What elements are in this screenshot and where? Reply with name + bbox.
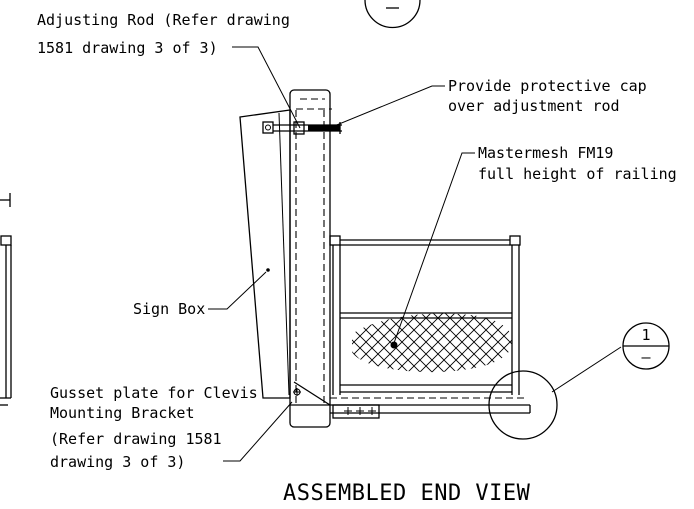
- note-gusset-line4: drawing 3 of 3): [50, 453, 185, 471]
- note-adjusting-rod-line2: 1581 drawing 3 of 3): [37, 39, 218, 57]
- note-protective-cap-line1: Provide protective cap: [448, 77, 647, 95]
- note-protective-cap-line2: over adjustment rod: [448, 97, 620, 115]
- detail-marker: 1 –: [622, 322, 670, 370]
- note-mastermesh-line1: Mastermesh FM19: [478, 144, 613, 162]
- railing-frame: [329, 235, 521, 395]
- detail-circle: [488, 370, 558, 440]
- sign-box: [239, 109, 291, 399]
- note-adjusting-rod-line1: Adjusting Rod (Refer drawing: [37, 11, 290, 29]
- gusset-plate: [293, 381, 331, 406]
- note-gusset-line1: Gusset plate for Clevis: [50, 384, 258, 402]
- note-mastermesh-line2: full height of railing: [478, 165, 677, 183]
- detail-sheet: –: [641, 348, 651, 366]
- note-gusset-line2: Mounting Bracket: [50, 404, 195, 422]
- post: [289, 89, 332, 428]
- note-gusset-line3: (Refer drawing 1581: [50, 430, 222, 448]
- adjusting-rod: [262, 121, 342, 135]
- leader-lines: [208, 46, 622, 462]
- mastermesh-panel: [352, 313, 513, 373]
- note-sign-box: Sign Box: [133, 300, 205, 318]
- base-plate: [330, 397, 531, 419]
- detail-number: 1: [641, 326, 650, 344]
- view-title: ASSEMBLED END VIEW: [283, 481, 531, 506]
- left-partial-railing: [0, 193, 12, 406]
- top-detail-circle: [364, 0, 421, 29]
